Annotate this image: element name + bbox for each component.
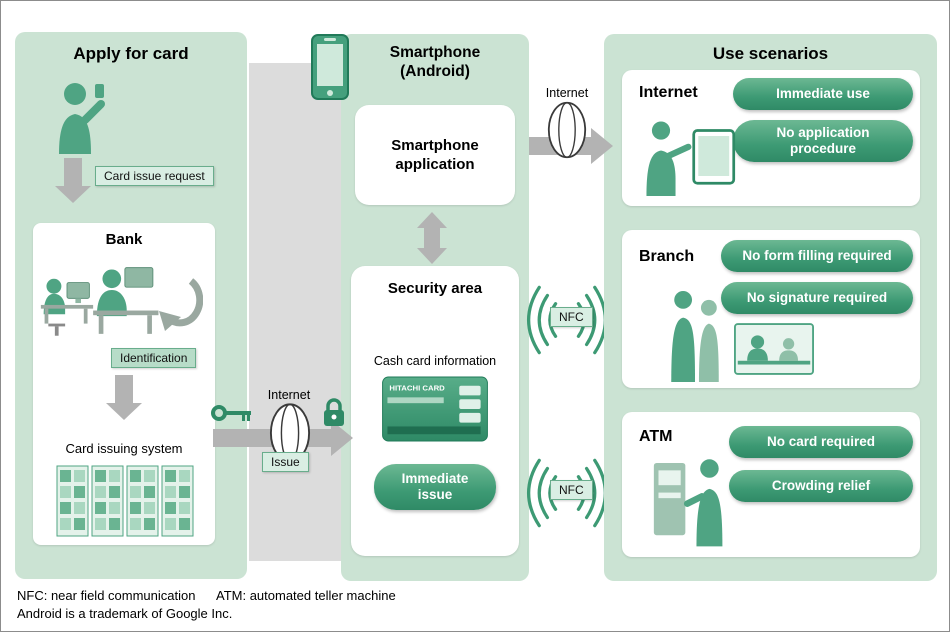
atm-benefit-pill-1: No card required	[729, 426, 913, 458]
internet-globe-icon-top	[547, 101, 587, 159]
security-area-box: Security area Cash card information HITA…	[351, 266, 519, 556]
use-scenarios-panel: Use scenarios Internet Immediate use No …	[604, 34, 937, 581]
atm-benefit-1-label: No card required	[766, 434, 876, 450]
immediate-issue-label: Immediate issue	[401, 471, 469, 502]
atm-scenario-title: ATM	[639, 428, 673, 445]
card-issue-request-tag: Card issue request	[95, 166, 214, 186]
internet-benefit-1-label: Immediate use	[776, 86, 870, 102]
smartphone-panel: Smartphone (Android) Smartphone applicat…	[341, 34, 529, 581]
padlock-icon	[324, 398, 344, 426]
branch-scenario-box: Branch No form filling required No signa…	[622, 230, 920, 388]
gray-flow-band	[249, 63, 349, 561]
internet-scenario-title: Internet	[639, 84, 698, 101]
use-scenarios-title: Use scenarios	[712, 44, 829, 63]
atm-benefit-pill-2: Crowding relief	[729, 470, 913, 502]
smartphone-panel-title-line1: Smartphone	[389, 44, 481, 61]
applicant-person-icon	[59, 83, 105, 154]
bank-staff-desks-icon	[40, 267, 159, 336]
card-issuing-system-cabinets-icon	[56, 465, 194, 537]
card-brand-text: HITACHI CARD	[389, 384, 445, 393]
issuing-flow-arrow	[106, 375, 142, 420]
nfc-atm-tag: NFC	[550, 480, 593, 500]
branch-benefit-2-label: No signature required	[746, 290, 888, 306]
bank-title: Bank	[105, 231, 143, 248]
identification-tag: Identification	[111, 348, 197, 368]
smartphone-application-box: Smartphone application	[355, 105, 515, 205]
immediate-issue-pill: Immediate issue	[374, 464, 496, 510]
branch-scenario-title: Branch	[639, 248, 695, 265]
smartphone-panel-title-line2: (Android)	[400, 63, 470, 80]
cash-card-icon: HITACHI CARD	[382, 376, 488, 442]
branch-benefit-1-label: No form filling required	[742, 248, 892, 264]
atm-benefit-2-label: Crowding relief	[771, 478, 871, 494]
internet-benefit-pill-1: Immediate use	[733, 78, 913, 110]
app-security-double-arrow	[417, 212, 447, 264]
card-issuing-system-label: Card issuing system	[65, 441, 183, 456]
internet-benefit-2-label: No application procedure	[776, 125, 870, 156]
internet-scenario-box: Internet Immediate use No application pr…	[622, 70, 920, 206]
issue-internet-label: Internet	[267, 388, 311, 402]
internet-benefit-pill-2: No application procedure	[733, 120, 913, 162]
atm-definition: ATM: automated teller machine	[216, 588, 396, 603]
apply-panel-title: Apply for card	[73, 44, 189, 63]
nfc-waves-branch-icon	[527, 285, 607, 355]
verification-cycle-arrow-icon	[159, 278, 203, 331]
person-with-tablet-icon	[646, 121, 736, 196]
teller-window-icon	[734, 323, 814, 375]
nfc-definition: NFC: near field communication	[17, 588, 196, 603]
request-flow-arrow	[55, 158, 91, 203]
footnote-line-1: NFC: near field communication ATM: autom…	[17, 588, 396, 603]
security-area-title: Security area	[387, 280, 483, 297]
smartphone-icon	[311, 34, 349, 100]
issue-tag: Issue	[262, 452, 309, 472]
smartphone-application-label: Smartphone application	[391, 136, 479, 174]
nfc-waves-atm-icon	[527, 458, 607, 528]
branch-benefit-pill-1: No form filling required	[721, 240, 913, 272]
nfc-branch-tag: NFC	[550, 307, 593, 327]
footnote-line-2: Android is a trademark of Google Inc.	[17, 606, 233, 621]
bank-box: Bank Ident	[33, 223, 215, 545]
branch-customers-icon	[671, 290, 719, 382]
top-internet-label: Internet	[545, 86, 589, 100]
cash-card-information-label: Cash card information	[373, 354, 497, 368]
atm-user-icon	[653, 459, 723, 547]
apply-for-card-panel: Apply for card Card issue request Bank	[15, 32, 247, 579]
key-icon	[211, 405, 251, 421]
branch-benefit-pill-2: No signature required	[721, 282, 913, 314]
atm-scenario-box: ATM No card required Crowding relief	[622, 412, 920, 557]
